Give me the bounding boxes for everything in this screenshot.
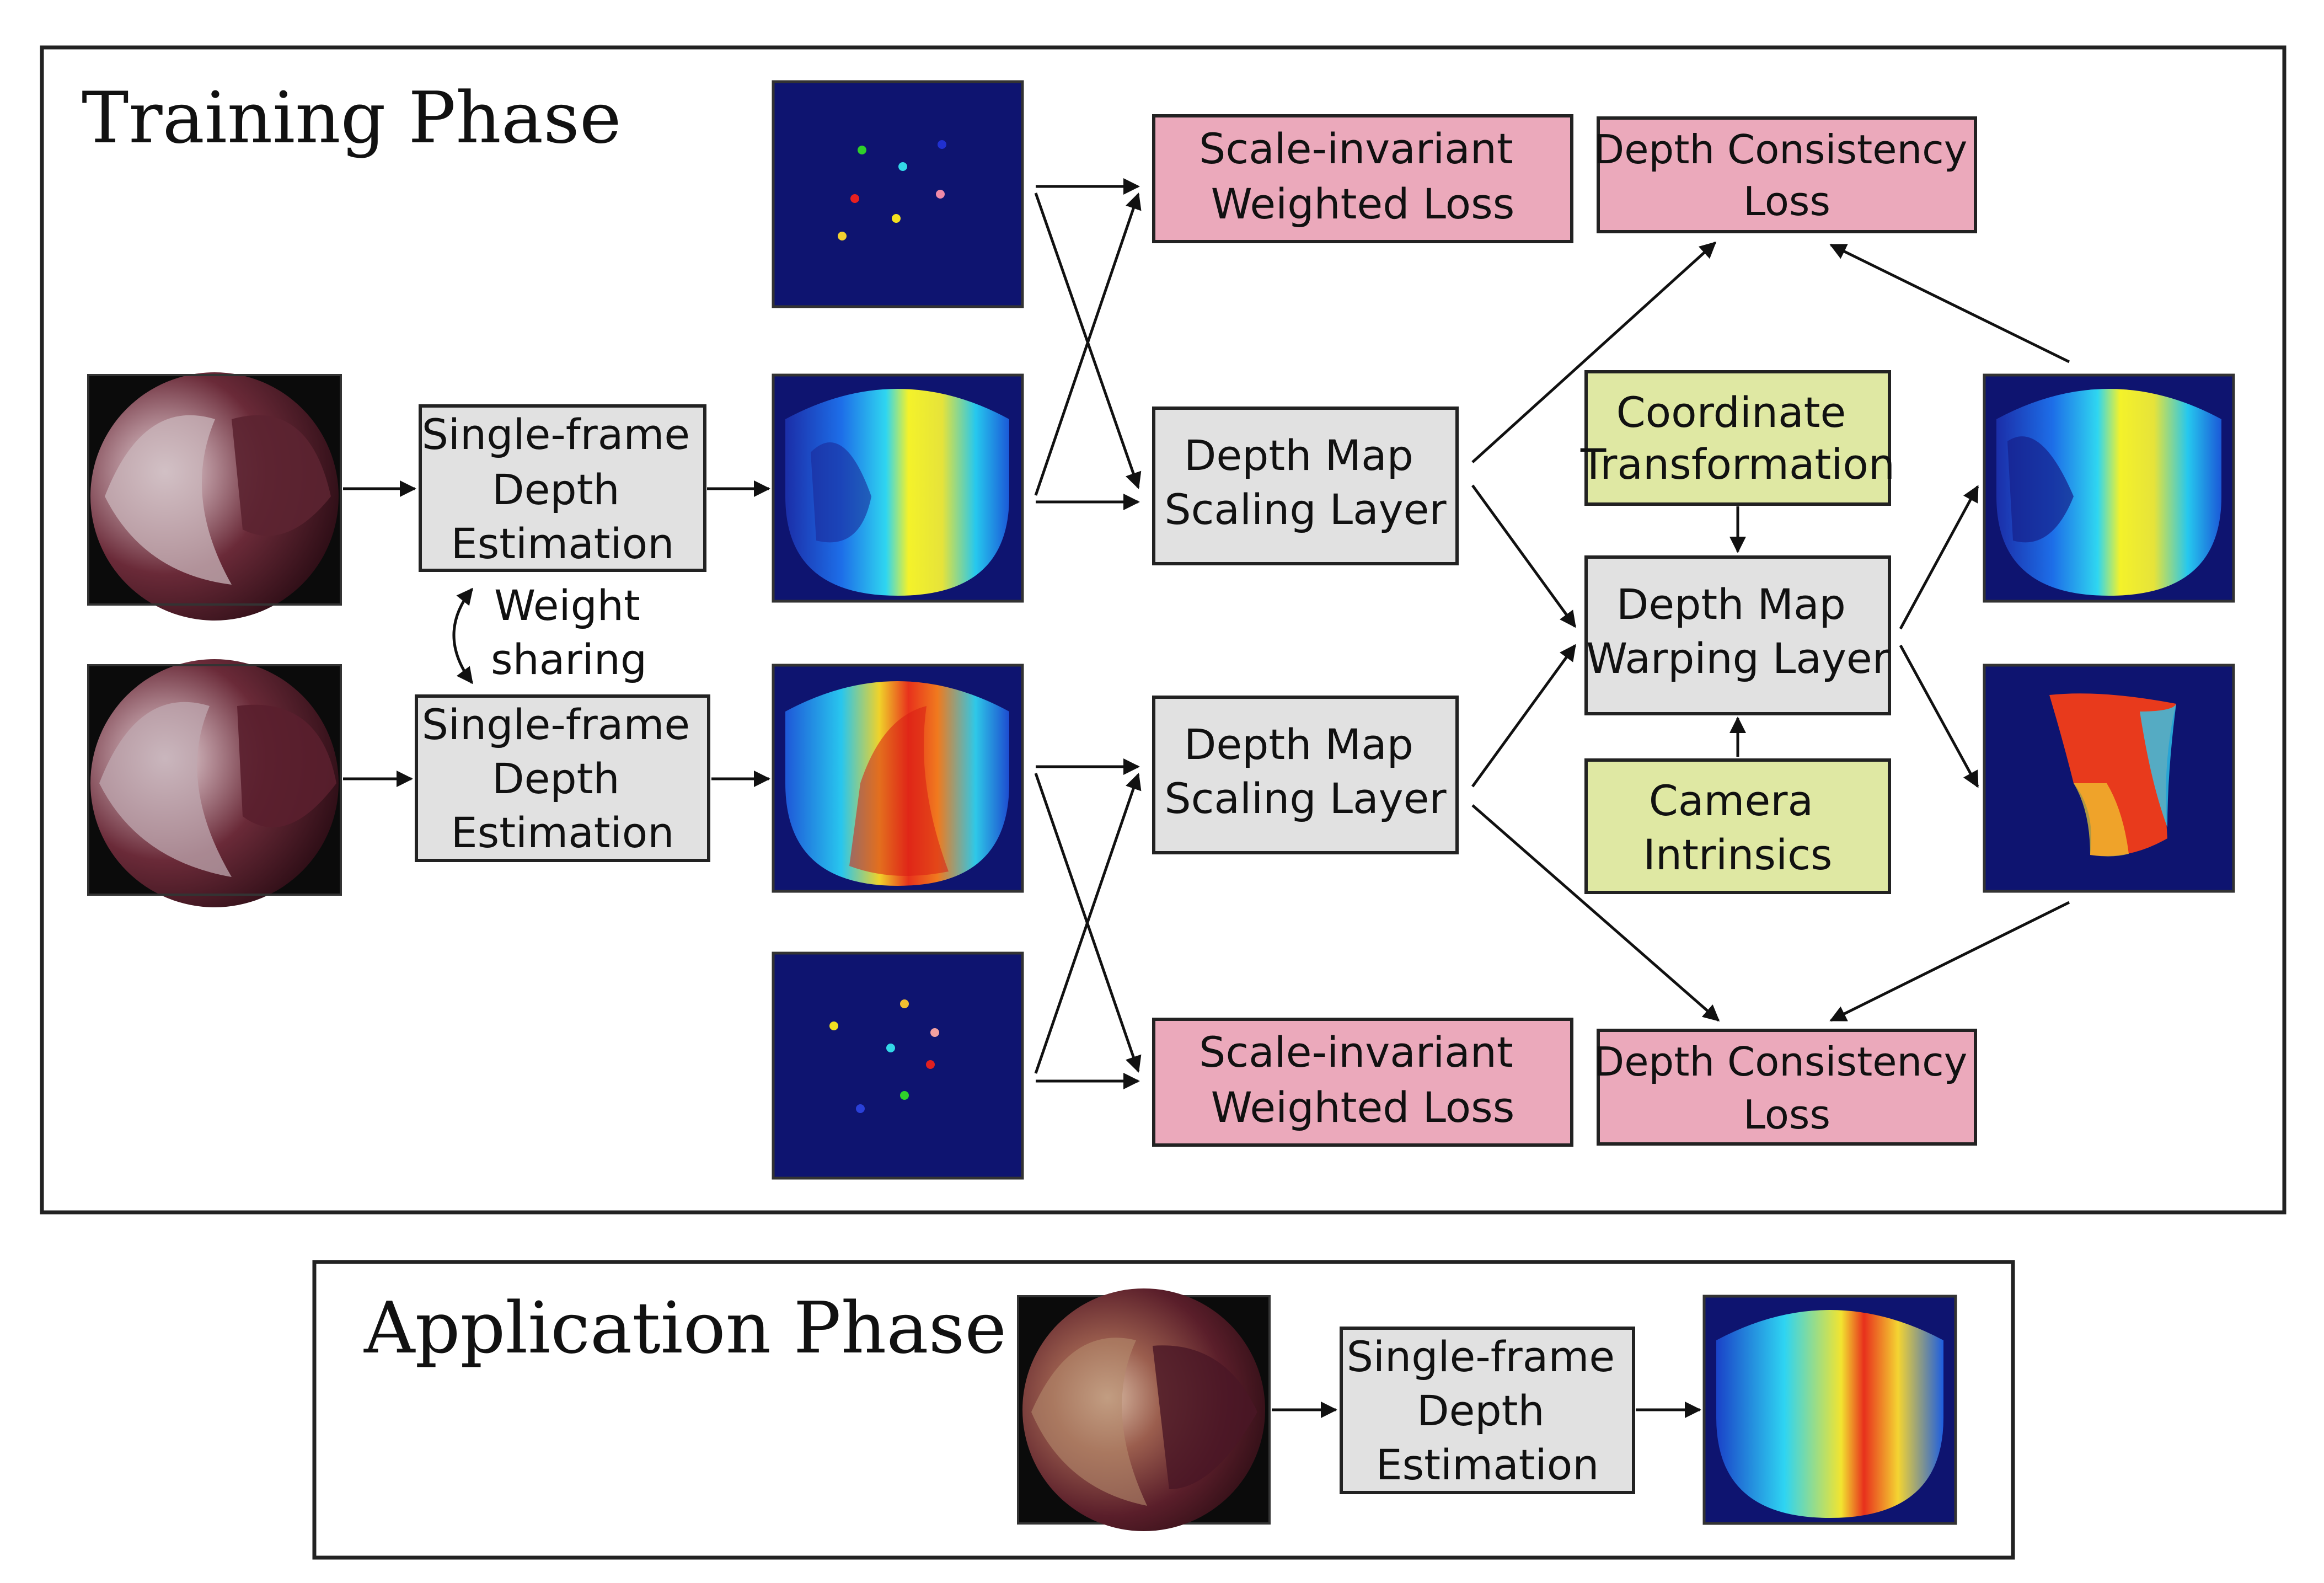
- coordinate-transformation-box: Coordinate Transformation: [1580, 370, 1895, 506]
- input-image-bottom: [87, 659, 342, 907]
- warped-depth-map-bottom: [1983, 664, 2235, 893]
- camera-intrinsics-box: Camera Intrinsics: [1584, 758, 1891, 894]
- svg-text:Depth Consistency Loss: Depth Consistency Loss: [1594, 126, 1980, 224]
- svg-text:Scale-invariant Weighted: Scale-invariant Weighted Loss: [1199, 124, 1527, 228]
- svg-text:Single-frame Depth: Single-frame Depth Estimation: [422, 410, 704, 568]
- application-depth-map: [1702, 1295, 1957, 1525]
- depth-map-top: [772, 373, 1024, 603]
- svg-text:Depth Map Scaling Layer: Depth Map Scaling Layer: [1164, 720, 1447, 823]
- svg-text:Single-frame Depth: Single-frame Depth Estimation: [1347, 1332, 1629, 1489]
- depth-consistency-loss-box-bottom: Depth Consistency Loss: [1594, 1029, 1980, 1146]
- sparse-depth-image-top: [772, 80, 1024, 308]
- training-phase-title: Training Phase: [82, 77, 622, 159]
- warping-layer-box: Depth Map Warping Layer: [1584, 555, 1891, 715]
- warped-depth-map-top: [1983, 373, 2235, 603]
- scale-invariant-loss-box-top: Scale-invariant Weighted Loss: [1152, 114, 1573, 243]
- depth-map-bottom: [772, 664, 1024, 893]
- single-frame-depth-box-top: Single-frame Depth Estimation: [419, 404, 706, 572]
- depth-consistency-loss-box-top: Depth Consistency Loss: [1594, 116, 1980, 233]
- application-single-frame-box: Single-frame Depth Estimation: [1340, 1327, 1635, 1494]
- svg-text:Depth Consistency Loss: Depth Consistency Loss: [1594, 1039, 1980, 1138]
- flow-arrows: [343, 178, 2070, 1418]
- weight-sharing-label: Weight sharing: [491, 581, 654, 684]
- application-phase-title: Application Phase: [363, 1287, 1006, 1370]
- scaling-layer-box-top: Depth Map Scaling Layer: [1152, 407, 1459, 565]
- application-phase-frame: [312, 1260, 2015, 1560]
- training-phase-frame: [40, 45, 2286, 1215]
- svg-text:Coordinate Transformatio: Coordinate Transformation: [1580, 388, 1895, 489]
- application-input-image: [1017, 1288, 1271, 1531]
- scale-invariant-loss-box-bottom: Scale-invariant Weighted Loss: [1152, 1018, 1573, 1147]
- sparse-depth-image-bottom: [772, 951, 1024, 1180]
- svg-text:Depth Map Warping Layer: Depth Map Warping Layer: [1586, 580, 1890, 683]
- svg-text:Single-frame Depth: Single-frame Depth Estimation: [422, 700, 704, 857]
- svg-text:Depth Map Scaling Layer: Depth Map Scaling Layer: [1164, 431, 1447, 534]
- svg-text:Camera Intrinsics: Camera Intrinsics: [1643, 776, 1832, 879]
- weight-sharing-arrow: [452, 587, 474, 684]
- single-frame-depth-box-bottom: Single-frame Depth Estimation: [415, 694, 710, 862]
- scaling-layer-box-bottom: Depth Map Scaling Layer: [1152, 696, 1459, 854]
- svg-text:Scale-invariant Weighted: Scale-invariant Weighted Loss: [1199, 1028, 1527, 1132]
- input-image-top: [87, 372, 342, 621]
